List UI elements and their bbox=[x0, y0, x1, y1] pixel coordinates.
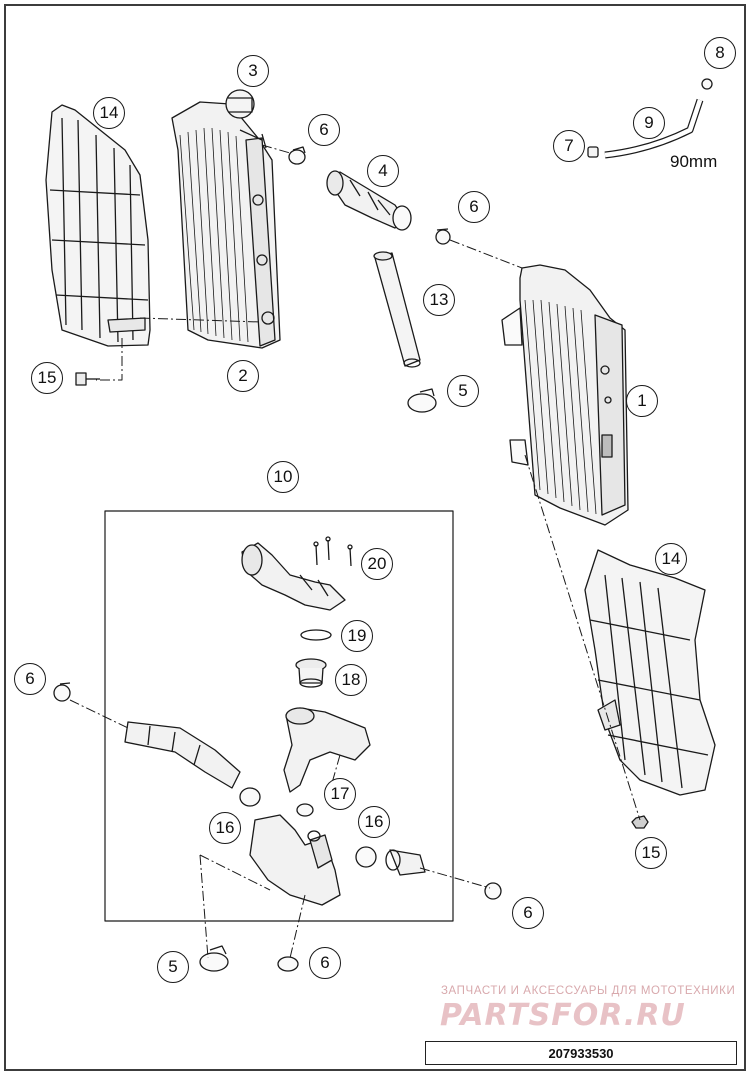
callout-label: 15 bbox=[641, 843, 661, 862]
callout-label: 5 bbox=[168, 957, 178, 976]
callout-5: 5 bbox=[157, 951, 189, 983]
callout-14: 14 bbox=[655, 543, 687, 575]
reference-number-box: 207933530 bbox=[425, 1041, 737, 1065]
callout-13: 13 bbox=[423, 284, 455, 316]
callout-label: 6 bbox=[523, 903, 533, 922]
callout-4: 4 bbox=[367, 155, 399, 187]
callout-14: 14 bbox=[93, 97, 125, 129]
clamp-6-mid bbox=[435, 228, 451, 245]
hose-elbow-4 bbox=[326, 170, 412, 231]
callout-6: 6 bbox=[308, 114, 340, 146]
o-ring-19 bbox=[300, 629, 332, 641]
radiator-right bbox=[501, 264, 629, 526]
callout-16: 16 bbox=[358, 806, 390, 838]
callout-label: 19 bbox=[347, 626, 367, 645]
callout-label: 6 bbox=[25, 669, 35, 688]
callout-label: 14 bbox=[661, 549, 681, 568]
bolt-15-left bbox=[75, 372, 100, 386]
thermostat-body bbox=[283, 707, 371, 793]
callout-label: 15 bbox=[37, 368, 57, 387]
vent-hose-9 bbox=[604, 98, 704, 159]
callout-20: 20 bbox=[361, 548, 393, 580]
callout-label: 5 bbox=[458, 381, 468, 400]
callout-label: 1 bbox=[637, 391, 647, 410]
tube-13 bbox=[373, 251, 421, 368]
clamp-6-left bbox=[53, 682, 71, 702]
callout-15: 15 bbox=[635, 837, 667, 869]
callout-8: 8 bbox=[704, 37, 736, 69]
clamp-6-right-bottom bbox=[484, 882, 502, 900]
clamp-6-top bbox=[288, 146, 306, 165]
callout-label: 10 bbox=[273, 467, 293, 486]
callout-2: 2 bbox=[227, 360, 259, 392]
kit-10-box bbox=[104, 510, 454, 922]
fitting-7 bbox=[587, 146, 599, 158]
callout-label: 6 bbox=[320, 953, 330, 972]
callout-19: 19 bbox=[341, 620, 373, 652]
ring-16-right bbox=[355, 846, 377, 868]
callout-label: 3 bbox=[248, 61, 258, 80]
callout-label: 16 bbox=[215, 818, 235, 837]
callout-label: 14 bbox=[99, 103, 119, 122]
callout-label: 17 bbox=[330, 784, 350, 803]
watermark-logo: PARTSFOR.RU bbox=[440, 998, 686, 1033]
callout-15: 15 bbox=[31, 362, 63, 394]
callout-5: 5 bbox=[447, 375, 479, 407]
ring-16-left bbox=[239, 787, 261, 807]
hose-long-left bbox=[124, 721, 241, 789]
callout-label: 6 bbox=[319, 120, 329, 139]
hose-elbow-right bbox=[385, 849, 426, 876]
clamp-5-bottom bbox=[199, 945, 229, 972]
callout-label: 2 bbox=[238, 366, 248, 385]
callout-1: 1 bbox=[626, 385, 658, 417]
alignment-lines bbox=[69, 144, 641, 959]
radiator-shroud-left bbox=[45, 104, 151, 347]
callout-9: 9 bbox=[633, 107, 665, 139]
callout-7: 7 bbox=[553, 130, 585, 162]
callout-6: 6 bbox=[512, 897, 544, 929]
hose-length-label: 90mm bbox=[670, 152, 718, 171]
thermostat-housing-20 bbox=[241, 536, 353, 611]
callout-18: 18 bbox=[335, 664, 367, 696]
clip-8 bbox=[701, 78, 713, 90]
t-piece-17 bbox=[249, 803, 341, 906]
reference-number: 207933530 bbox=[548, 1045, 614, 1061]
radiator-left bbox=[171, 89, 281, 349]
watermark-tagline: ЗАПЧАСТИ И АКСЕССУАРЫ ДЛЯ МОТОТЕХНИКИ bbox=[441, 985, 736, 997]
callout-label: 4 bbox=[378, 161, 388, 180]
callout-label: 18 bbox=[341, 670, 361, 689]
callout-label: 20 bbox=[367, 554, 387, 573]
callout-label: 9 bbox=[644, 113, 654, 132]
callout-6: 6 bbox=[309, 947, 341, 979]
page-frame bbox=[4, 4, 746, 1071]
callout-6: 6 bbox=[458, 191, 490, 223]
callout-6: 6 bbox=[14, 663, 46, 695]
nut-15-right bbox=[631, 815, 649, 829]
thermostat-18 bbox=[295, 658, 327, 688]
callout-16: 16 bbox=[209, 812, 241, 844]
callout-label: 8 bbox=[715, 43, 725, 62]
callout-10: 10 bbox=[267, 461, 299, 493]
callout-3: 3 bbox=[237, 55, 269, 87]
callout-17: 17 bbox=[324, 778, 356, 810]
callout-label: 6 bbox=[469, 197, 479, 216]
radiator-shroud-right bbox=[584, 549, 716, 796]
callout-label: 7 bbox=[564, 136, 574, 155]
callout-label: 16 bbox=[364, 812, 384, 831]
clamp-5-top bbox=[407, 388, 437, 413]
callout-label: 13 bbox=[429, 290, 449, 309]
clamp-6-bottom bbox=[277, 956, 299, 972]
